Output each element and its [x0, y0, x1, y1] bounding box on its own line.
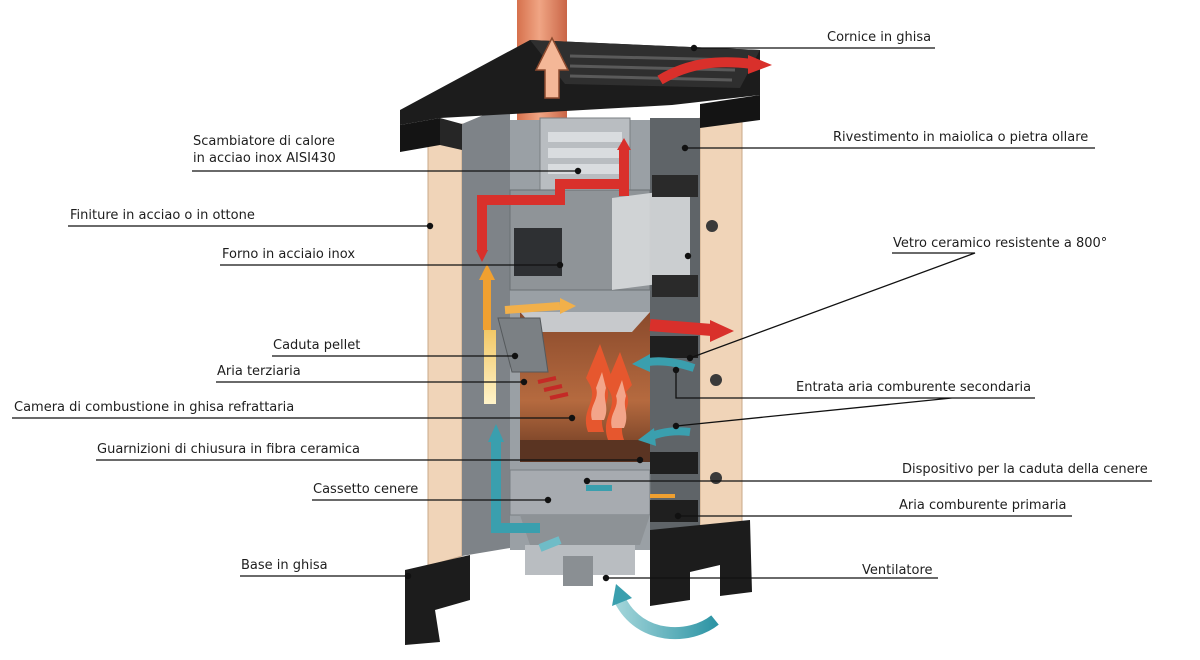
chamber-top-plate	[520, 312, 650, 332]
label-cornice: Cornice in ghisa	[827, 30, 932, 45]
label-base: Base in ghisa	[241, 558, 328, 573]
flue-arrow	[534, 36, 570, 99]
label-vetro: Vetro ceramico resistente a 800°	[893, 236, 1108, 251]
cold-air-flow	[488, 354, 719, 640]
label-dispositivo: Dispositivo per la caduta della cenere	[902, 462, 1148, 477]
leader-dots	[404, 44, 698, 582]
tertiary-air	[537, 376, 569, 400]
warm-air-flow	[479, 264, 576, 404]
label-entrata-aria: Entrata aria comburente secondaria	[796, 380, 1032, 395]
label-rivestimento-a: Rivestimento in maiolica	[833, 130, 994, 145]
label-scambiatore-1: Scambiatore di calore	[193, 134, 335, 149]
fan-motor	[563, 556, 593, 586]
label-ventilatore: Ventilatore	[862, 563, 933, 578]
label-finiture: Finiture in acciao o in ottone	[70, 208, 255, 223]
label-aria-primaria: Aria comburente primaria	[899, 498, 1067, 513]
ash-drawer	[509, 469, 651, 516]
label-aria-terziaria: Aria terziaria	[217, 364, 301, 379]
label-guarnizioni: Guarnizioni di chiusura in fibra ceramic…	[97, 442, 361, 457]
pellet-chute	[497, 317, 549, 373]
label-camera: Camera di combustione in ghisa refrattar…	[14, 400, 295, 415]
oven-dark-box	[514, 228, 562, 276]
label-caduta-pellet: Caduta pellet	[273, 338, 361, 353]
base-right	[650, 520, 752, 606]
label-cassetto: Cassetto cenere	[313, 482, 419, 497]
label-rivestimento: Rivestimento in maiolica o pietra ollare	[833, 130, 1088, 146]
base-left	[405, 555, 470, 645]
leader-lines	[12, 47, 1152, 579]
label-rivestimento-b: o pietra ollare	[997, 130, 1089, 145]
ceramic-glass	[612, 188, 690, 290]
hot-air-flow	[476, 55, 772, 342]
label-scambiatore-2: in acciao inox AISI430	[193, 151, 336, 166]
label-forno: Forno in acciaio inox	[222, 247, 356, 262]
